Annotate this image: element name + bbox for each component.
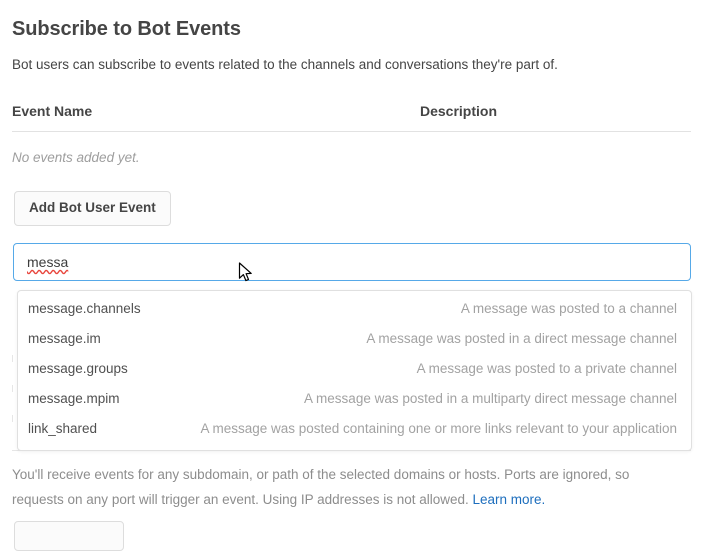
underlay-artifact (12, 355, 13, 362)
suggestion-name: message.groups (28, 361, 128, 376)
underlay-artifact (12, 415, 13, 422)
add-bot-user-event-button[interactable]: Add Bot User Event (14, 191, 171, 226)
table-header-row: Event Name Description (12, 103, 691, 132)
suggestion-name: link_shared (28, 421, 98, 436)
page-title: Subscribe to Bot Events (12, 18, 241, 40)
underlay-artifact (12, 385, 13, 392)
column-header-event-name: Event Name (12, 103, 93, 119)
events-table: Event Name Description No events added y… (12, 103, 691, 165)
footer-button[interactable] (14, 521, 124, 551)
bot-events-page: Subscribe to Bot Events Bot users can su… (12, 18, 692, 551)
column-header-description: Description (420, 103, 498, 119)
suggestion-description: A message was posted in a direct message… (366, 331, 677, 346)
learn-more-link[interactable]: Learn more. (472, 492, 546, 507)
suggestion-name: message.channels (28, 301, 141, 316)
suggestion-description: A message was posted in a multiparty dir… (304, 391, 677, 406)
events-empty-message: No events added yet. (12, 150, 140, 165)
event-suggestions-dropdown[interactable]: message.channels A message was posted to… (17, 290, 692, 451)
page-description: Bot users can subscribe to events relate… (12, 57, 558, 72)
suggestion-name: message.im (28, 331, 101, 346)
suggestion-item[interactable]: link_shared A message was posted contain… (18, 415, 691, 445)
suggestion-item[interactable]: message.channels A message was posted to… (18, 295, 691, 325)
helper-text: You'll receive events for any subdomain,… (12, 462, 682, 512)
helper-text-body: You'll receive events for any subdomain,… (12, 467, 630, 507)
suggestion-description: A message was posted to a channel (460, 301, 677, 316)
suggestion-item[interactable]: message.groups A message was posted to a… (18, 355, 691, 385)
suggestion-item[interactable]: message.mpim A message was posted in a m… (18, 385, 691, 415)
suggestion-description: A message was posted containing one or m… (200, 421, 677, 436)
suggestion-item[interactable]: message.im A message was posted in a dir… (18, 325, 691, 355)
event-search-input[interactable] (13, 243, 691, 281)
suggestion-description: A message was posted to a private channe… (416, 361, 677, 376)
suggestion-name: message.mpim (28, 391, 120, 406)
